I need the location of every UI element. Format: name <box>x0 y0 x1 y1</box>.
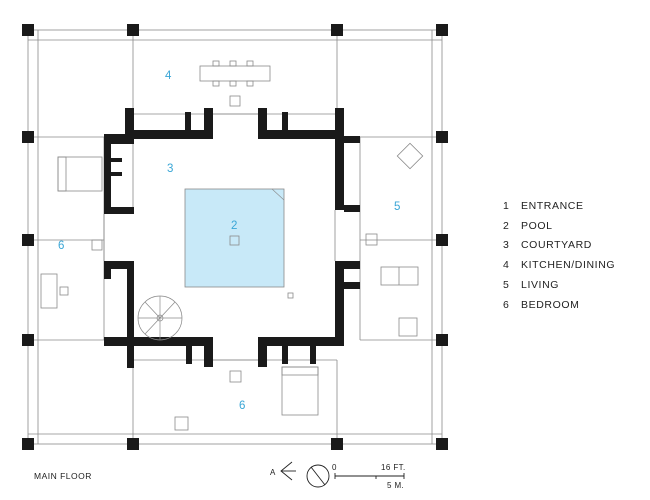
room-legend: 1 ENTRANCE 2 POOL 3 COURTYARD 4 KITCHEN/… <box>503 196 643 315</box>
legend-label: POOL <box>521 219 553 232</box>
scale-meters: 5 M. <box>387 481 404 490</box>
legend-item: 6 BEDROOM <box>503 295 643 315</box>
legend-item: 3 COURTYARD <box>503 236 643 256</box>
furniture <box>40 60 424 431</box>
plan-caption: MAIN FLOOR <box>34 471 92 481</box>
room-label-pool: 2 <box>231 220 237 232</box>
scale-bar <box>334 473 405 479</box>
legend-item: 1 ENTRANCE <box>503 196 643 216</box>
legend-number: 3 <box>503 239 510 252</box>
legend-label: ENTRANCE <box>521 199 584 212</box>
building-outline <box>27 29 443 445</box>
room-label-courtyard: 3 <box>167 163 173 175</box>
room-label-bedroom-left: 6 <box>58 240 64 252</box>
legend-number: 2 <box>503 219 510 232</box>
legend-item: 5 LIVING <box>503 275 643 295</box>
room-label-kitchen: 4 <box>165 70 172 82</box>
room-label-living: 5 <box>394 201 400 213</box>
section-marker <box>280 461 296 481</box>
spiral-stair <box>137 295 183 341</box>
partition-lines <box>103 113 336 361</box>
scale-feet: 16 FT. <box>381 463 406 472</box>
legend-label: BEDROOM <box>521 298 580 311</box>
legend-number: 5 <box>503 279 510 292</box>
legend-label: KITCHEN/DINING <box>521 259 616 272</box>
courtyard-walls <box>104 108 360 368</box>
pool <box>184 188 285 288</box>
legend-item: 2 POOL <box>503 216 643 236</box>
legend-number: 6 <box>503 298 510 311</box>
legend-label: LIVING <box>521 279 560 292</box>
legend-number: 4 <box>503 259 510 272</box>
section-marker-label: A <box>270 468 276 477</box>
legend-label: COURTYARD <box>521 239 592 252</box>
legend-item: 4 KITCHEN/DINING <box>503 255 643 275</box>
legend-number: 1 <box>503 199 510 212</box>
north-arrow-icon <box>306 464 330 488</box>
scale-zero: 0 <box>332 463 337 472</box>
structural-columns <box>22 24 448 450</box>
room-label-bedroom-bottom: 6 <box>239 400 245 412</box>
